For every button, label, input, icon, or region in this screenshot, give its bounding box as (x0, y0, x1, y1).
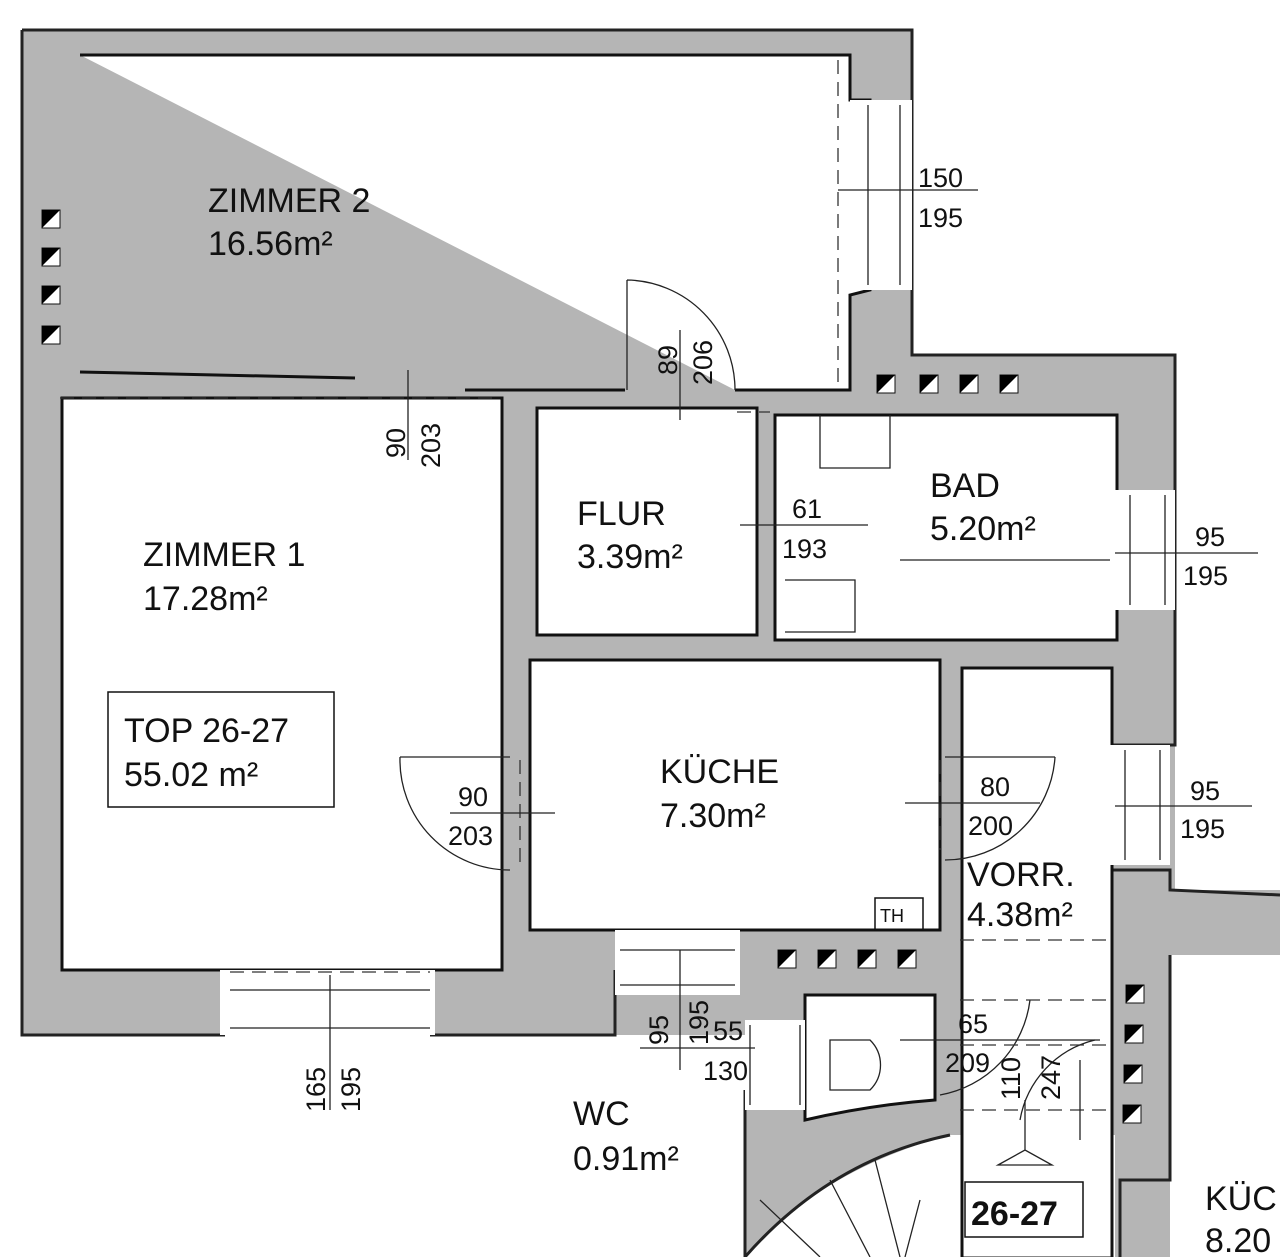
dim-width: 150 (918, 163, 963, 193)
room-name: VORR. (967, 856, 1075, 894)
room-flur (535, 406, 759, 637)
room-area: 16.56m² (208, 225, 333, 263)
dim-height: 200 (968, 811, 1013, 841)
dim-width: 165 (301, 1067, 331, 1112)
dim-height: 203 (416, 423, 446, 468)
unit-box (107, 691, 335, 808)
unit-label: TOP 26-27 (124, 712, 289, 750)
room-zimmer-2 (79, 53, 872, 392)
unit-area: 55.02 m² (124, 756, 258, 794)
dim-height: 195 (918, 203, 963, 233)
dim-height: 206 (688, 340, 718, 385)
chimney-flues (41, 209, 1145, 1124)
dim-width: 110 (996, 1057, 1026, 1100)
dim-width: 89 (653, 345, 683, 375)
room-area: 7.30m² (660, 797, 766, 835)
door-tag-box (964, 1181, 1084, 1238)
dim-width: 95 (1195, 522, 1225, 552)
doors (399, 279, 1110, 1257)
dim-height: 195 (1180, 814, 1225, 844)
dim-height: 195 (1183, 561, 1228, 591)
dim-width: 90 (458, 782, 488, 812)
stair-area (745, 1135, 950, 1257)
room-wc (803, 993, 937, 1122)
room-zimmer-1 (60, 396, 504, 972)
thermostat-box (874, 897, 924, 931)
room-name: FLUR (577, 495, 666, 533)
room-name: ZIMMER 2 (208, 182, 370, 220)
dim-height: 195 (684, 1000, 714, 1045)
room-kueche (528, 658, 942, 932)
room-name: BAD (930, 467, 1000, 505)
room-area: 8.20 (1205, 1222, 1271, 1257)
dim-height: 193 (782, 534, 827, 564)
dim-height: 209 (945, 1048, 990, 1078)
dim-height: 195 (336, 1067, 366, 1112)
dim-width: 90 (381, 428, 411, 458)
room-name: KÜCHE (660, 753, 779, 791)
exterior (912, 0, 1280, 355)
room-name: WC (573, 1095, 630, 1133)
room-area: 0.91m² (573, 1140, 679, 1178)
room-name: KÜC (1205, 1180, 1277, 1218)
dim-height: 203 (448, 821, 493, 851)
dim-width: 80 (980, 772, 1010, 802)
thermostat-label: TH (880, 906, 904, 926)
dim-width: 55 (713, 1016, 743, 1046)
exterior (1170, 955, 1280, 1257)
dim-width: 65 (958, 1009, 988, 1039)
dim-width: 95 (644, 1015, 674, 1045)
door-tag: 26-27 (971, 1195, 1058, 1233)
room-area: 17.28m² (143, 580, 268, 618)
exterior (0, 1035, 745, 1257)
room-area: 4.38m² (967, 896, 1073, 934)
room-name: ZIMMER 1 (143, 536, 305, 574)
room-area: 3.39m² (577, 538, 683, 576)
room-vorraum (960, 666, 1114, 1257)
dim-height: 130 (703, 1056, 748, 1086)
exterior (1175, 355, 1280, 890)
dim-width: 61 (792, 494, 822, 524)
room-area: 5.20m² (930, 510, 1036, 548)
room-bad (773, 413, 1119, 642)
dim-width: 95 (1190, 776, 1220, 806)
dim-height: 247 (1036, 1055, 1066, 1100)
